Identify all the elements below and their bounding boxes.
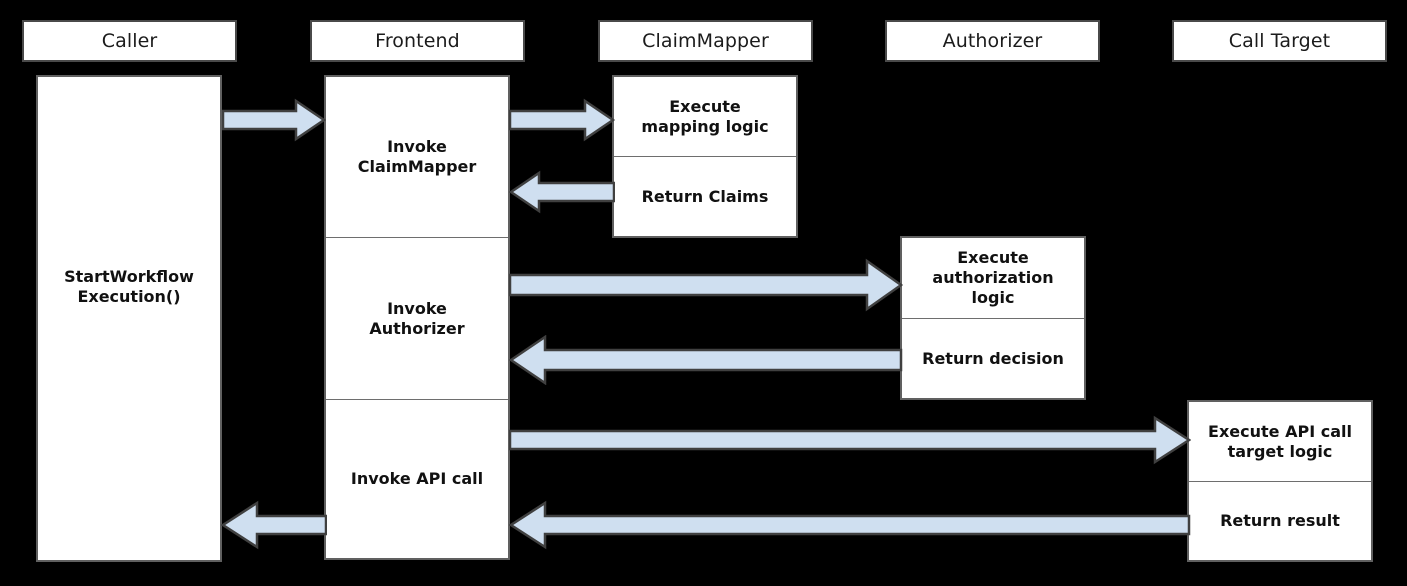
activation-calltarget: Execute API call target logic Return res… xyxy=(1187,400,1373,562)
message-arrow-frontend-to-caller xyxy=(221,500,327,550)
lifeline-header-caller-label: Caller xyxy=(101,30,158,52)
message-arrow-authorizer-to-frontend xyxy=(509,335,903,385)
activation-caller-segment-start-workflow-execution: StartWorkflow Execution() xyxy=(64,267,194,306)
lifeline-header-frontend: Frontend xyxy=(310,20,525,62)
activation-claimmapper-segment-return-claims: Return Claims xyxy=(641,186,769,206)
lifeline-header-calltarget-label: Call Target xyxy=(1228,30,1331,52)
lifeline-header-caller: Caller xyxy=(22,20,237,62)
activation-authorizer-segment-execute-authorization-logic: Execute authorization logic xyxy=(902,238,1084,319)
activation-claimmapper: Execute mapping logic Return Claims xyxy=(612,75,798,238)
activation-calltarget-segment-execute-api-call-target-logic: Execute API call target logic xyxy=(1189,402,1371,482)
activation-frontend-segment-invoke-api-call: Invoke API call xyxy=(350,469,484,488)
message-arrow-frontend-to-calltarget xyxy=(509,415,1191,465)
activation-frontend-segment-invoke-claimmapper: Invoke ClaimMapper xyxy=(326,77,508,238)
activation-frontend-segment-invoke-authorizer: Invoke Authorizer xyxy=(326,238,508,400)
lifeline-header-calltarget: Call Target xyxy=(1172,20,1387,62)
lifeline-header-claimmapper: ClaimMapper xyxy=(598,20,813,62)
message-arrow-claimmapper-to-frontend xyxy=(509,170,615,214)
activation-claimmapper-segment-execute-mapping-logic: Execute mapping logic xyxy=(614,77,796,157)
lifeline-header-frontend-label: Frontend xyxy=(375,30,460,52)
lifeline-header-authorizer: Authorizer xyxy=(885,20,1100,62)
message-arrow-calltarget-to-frontend xyxy=(509,500,1191,550)
message-arrow-caller-to-frontend xyxy=(222,98,326,142)
activation-authorizer-segment-return-decision: Return decision xyxy=(922,348,1064,368)
activation-caller: StartWorkflow Execution() xyxy=(36,75,222,562)
activation-authorizer: Execute authorization logic Return decis… xyxy=(900,236,1086,400)
activation-caller-segment-1 xyxy=(38,77,220,242)
lifeline-header-claimmapper-label: ClaimMapper xyxy=(642,30,769,52)
activation-calltarget-segment-return-result: Return result xyxy=(1220,511,1340,530)
activation-caller-segment-3 xyxy=(38,332,220,560)
lifeline-header-authorizer-label: Authorizer xyxy=(942,30,1043,52)
activation-frontend: Invoke ClaimMapper Invoke Authorizer Inv… xyxy=(324,75,510,560)
message-arrow-frontend-to-claimmapper xyxy=(509,98,615,142)
message-arrow-frontend-to-authorizer xyxy=(509,258,903,312)
